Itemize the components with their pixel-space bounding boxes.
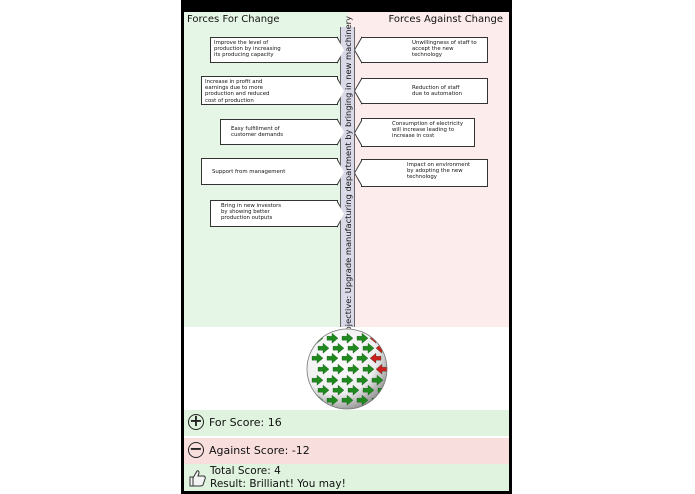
green-arrow-icon [362, 384, 375, 396]
card-line: Bring in new investors [221, 203, 282, 209]
for-score: For Score: 16 [209, 416, 282, 429]
card-line: Increase in profit and [205, 79, 263, 85]
thumbs-up-icon [189, 470, 206, 487]
forces-against-panel: Forces Against Change Unwillingness of s… [348, 12, 509, 327]
force-for-card[interactable]: Bring in new investors by showing better… [210, 200, 338, 227]
green-arrow-icon [317, 363, 330, 375]
force-against-card[interactable]: Consumption of electricity will increase… [361, 118, 475, 147]
green-arrow-icon [311, 374, 324, 386]
green-arrow-icon [347, 363, 360, 375]
green-arrow-icon [371, 374, 384, 386]
green-arrow-icon [332, 342, 345, 354]
green-arrow-icon [347, 342, 360, 354]
app-screen: Forces For Change Improve the level of p… [184, 12, 509, 491]
card-line: by showing better [221, 209, 270, 216]
green-arrow-icon [332, 384, 345, 396]
for-score-row: + For Score: 16 [184, 410, 509, 436]
force-against-card[interactable]: Impact on environment by adopting the ne… [361, 159, 488, 187]
force-against-card[interactable]: Reduction of staff due to automation [361, 78, 488, 104]
green-arrow-icon [311, 352, 324, 364]
card-line: technology [412, 52, 442, 59]
green-arrow-icon [356, 352, 369, 364]
card-line: production and reduced [205, 91, 270, 98]
card-line: accept the new [412, 46, 454, 53]
against-score-row: − Against Score: -12 [184, 438, 509, 464]
card-line: Easy fulfillment of [231, 126, 280, 132]
card-line: will increase leading to [392, 127, 455, 134]
green-arrow-icon [356, 394, 369, 406]
forces-for-panel: Forces For Change Improve the level of p… [184, 12, 348, 327]
green-arrow-icon [356, 332, 369, 344]
green-arrow-icon [341, 394, 354, 406]
force-for-card[interactable]: Support from management [201, 158, 338, 185]
card-line: Impact on environment [407, 162, 471, 168]
card-line: technology [407, 174, 437, 181]
green-arrow-icon [341, 352, 354, 364]
card-line: Improve the level of [214, 40, 269, 46]
card-line: Consumption of electricity [392, 121, 464, 127]
green-arrow-icon [326, 374, 339, 386]
green-arrow-icon [356, 374, 369, 386]
green-arrow-icon [326, 332, 339, 344]
card-line: increase in cost [392, 133, 435, 140]
green-arrow-icon [341, 374, 354, 386]
green-arrow-icon [317, 384, 330, 396]
green-arrow-icon [317, 342, 330, 354]
card-line: cost of production [205, 97, 254, 104]
arrows-globe-icon[interactable] [306, 328, 388, 410]
card-line: Unwillingness of staff to [412, 40, 477, 46]
green-arrow-icon [362, 363, 375, 375]
green-arrow-icon [341, 332, 354, 344]
force-against-card[interactable]: Unwillingness of staff to accept the new… [361, 37, 488, 63]
force-for-card[interactable]: Easy fulfillment of customer demands [220, 119, 338, 145]
force-for-card[interactable]: Increase in profit and earnings due to m… [201, 76, 338, 105]
total-score: Total Score: 4 [210, 465, 281, 477]
card-line: Reduction of staff [412, 85, 460, 91]
card-line: production outputs [221, 215, 273, 222]
green-arrow-icon [362, 342, 375, 354]
card-line: earnings due to more [205, 85, 263, 92]
green-arrow-icon [326, 394, 339, 406]
green-arrow-icon [332, 363, 345, 375]
plus-circle-icon: + [188, 411, 204, 430]
result-text: Result: Brilliant! You may! [210, 478, 346, 490]
forces-against-header: Forces Against Change [388, 14, 503, 25]
green-arrow-icon [347, 384, 360, 396]
total-score-row: Total Score: 4 Result: Brilliant! You ma… [184, 464, 509, 491]
card-line: Support from management [212, 169, 286, 175]
against-score: Against Score: -12 [209, 444, 310, 457]
green-arrow-icon [326, 352, 339, 364]
card-line: due to automation [412, 91, 463, 98]
minus-circle-icon: − [188, 439, 204, 458]
objective-label: Objective: Upgrade manufacturing departm… [342, 16, 353, 338]
forces-for-header: Forces For Change [187, 14, 280, 25]
red-arrow-icon [375, 363, 387, 375]
red-arrow-icon [369, 352, 382, 364]
force-for-card[interactable]: Improve the level of production by incre… [210, 37, 338, 63]
device-frame: Forces For Change Improve the level of p… [181, 0, 512, 494]
card-line: by adopting the new [407, 168, 463, 175]
card-line: its producing capacity [214, 52, 274, 59]
card-line: production by increasing [214, 46, 281, 53]
card-line: customer demands [231, 132, 284, 139]
